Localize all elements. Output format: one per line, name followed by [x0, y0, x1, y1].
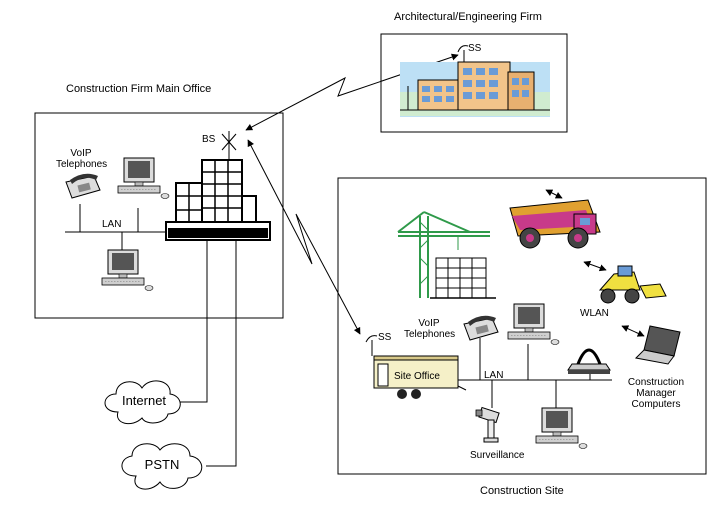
arch-building-icon [400, 61, 550, 117]
cm-label-2: Manager [636, 388, 676, 399]
bs-label: BS [202, 134, 216, 145]
loader-icon [598, 265, 667, 304]
voip-phone-office-icon [65, 173, 101, 199]
lan-office-label: LAN [102, 219, 122, 230]
crane-icon [397, 211, 490, 298]
surveillance-camera-icon [475, 406, 500, 443]
voip-phone-site-icon [463, 315, 499, 341]
wireless-link-bs-to-arch [245, 53, 459, 131]
lan-site-label: LAN [484, 370, 504, 381]
bs-antenna-icon [221, 131, 237, 160]
voip-office-label-2: Telephones [56, 159, 108, 170]
surveillance-label: Surveillance [470, 450, 525, 461]
internet-cloud-icon [104, 380, 181, 425]
voip-site-label-2: Telephones [404, 329, 456, 340]
site-office-trailer-icon [373, 355, 467, 399]
dump-truck-signal-icon [545, 189, 563, 199]
wlan-router-icon [567, 348, 611, 374]
office-building-icon [165, 159, 271, 241]
pstn-cloud-icon [121, 443, 203, 490]
computer-office-bottom-icon [101, 249, 154, 291]
pstn-label: PSTN [144, 457, 180, 472]
site-office-label: Site Office [394, 371, 440, 382]
building-frame-icon [430, 257, 496, 299]
internet-label: Internet [121, 393, 167, 408]
wireless-link-bs-to-site [247, 139, 361, 335]
voip-office-label-1: VoIP [70, 148, 92, 159]
dump-truck-icon [509, 199, 601, 249]
voip-site-label-1: VoIP [418, 318, 440, 329]
computer-site-bottom-icon [535, 407, 588, 449]
site-title: Construction Site [480, 485, 564, 497]
ss-antenna-site-icon [365, 335, 378, 356]
cm-label-1: Construction [627, 377, 685, 388]
ss-site-label: SS [378, 332, 392, 343]
wlan-signal-icon [621, 325, 645, 337]
internet-link [172, 240, 208, 403]
pstn-link [206, 240, 237, 467]
ss-antenna-arch-icon [457, 45, 469, 62]
wlan-label: WLAN [580, 308, 609, 319]
cm-label-3: Computers [631, 399, 681, 410]
computer-office-top-icon [117, 157, 170, 199]
arch-firm-title: Architectural/Engineering Firm [394, 11, 542, 23]
ss-arch-label: SS [468, 43, 482, 54]
laptop-icon [634, 325, 681, 365]
loader-signal-icon [583, 260, 607, 272]
computer-site-top-icon [507, 303, 560, 345]
main-office-title: Construction Firm Main Office [66, 83, 212, 95]
